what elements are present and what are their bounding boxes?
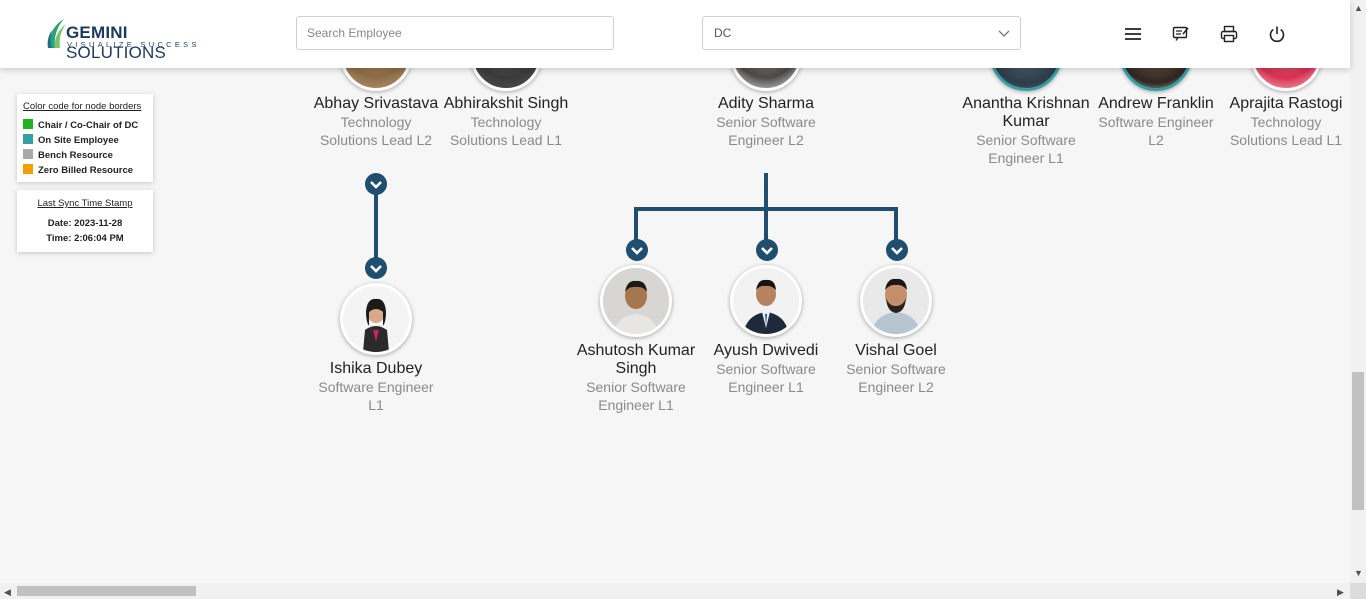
employee-name: Ashutosh Kumar Singh [576, 342, 696, 377]
employee-name: Abhirakshit Singh [443, 95, 569, 112]
avatar[interactable] [600, 265, 672, 337]
employee-name: Abhay Srivastava [313, 95, 439, 112]
expand-chevron-icon[interactable] [756, 239, 778, 261]
logo-brand: GEMINI [66, 23, 128, 42]
employee-node[interactable]: Ishika Dubey Software Engineer L1 [311, 360, 441, 414]
employee-node[interactable]: Andrew Franklin Software Engineer L2 [1091, 95, 1221, 149]
employee-role: Senior Software Engineer L2 [846, 361, 946, 395]
employee-name: Vishal Goel [855, 342, 937, 359]
employee-name: Ishika Dubey [329, 360, 423, 377]
employee-name: Ayush Dwivedi [713, 342, 819, 359]
scrollbar-corner [1350, 583, 1366, 599]
employee-role: Technology Solutions Lead L2 [319, 114, 433, 148]
scroll-down-arrow-icon[interactable]: ▼ [1354, 568, 1363, 578]
expand-chevron-icon[interactable] [365, 257, 387, 279]
employee-node[interactable]: Vishal Goel Senior Software Engineer L2 [831, 342, 961, 396]
employee-role: Software Engineer L2 [1098, 114, 1214, 148]
employee-node[interactable]: Adity Sharma Senior Software Engineer L2 [701, 95, 831, 149]
avatar[interactable] [730, 265, 802, 337]
legend-swatch-orange [23, 164, 33, 174]
department-select-value: DC [714, 26, 732, 40]
connector-line [894, 207, 898, 243]
search-employee-input[interactable] [296, 16, 614, 50]
legend-swatch-teal [23, 134, 33, 144]
legend-label: Bench Resource [38, 150, 113, 161]
chevron-down-icon [998, 30, 1010, 37]
connector-line [634, 207, 638, 243]
vertical-scrollbar-thumb[interactable] [1352, 372, 1364, 510]
sync-time: Time: 2:06:04 PM [46, 233, 124, 244]
employee-role: Senior Software Engineer L2 [716, 114, 816, 148]
employee-role: Software Engineer L1 [318, 379, 434, 413]
scroll-left-arrow-icon[interactable]: ◀ [4, 587, 11, 597]
legend-label: Zero Billed Resource [38, 165, 134, 176]
employee-role: Senior Software Engineer L1 [716, 361, 816, 395]
sync-title: Last Sync Time Stamp [37, 198, 133, 209]
employee-node[interactable]: Abhay Srivastava Technology Solutions Le… [311, 95, 441, 149]
print-icon[interactable] [1220, 25, 1238, 43]
logo-brand-secondary: SOLUTIONS [66, 43, 167, 62]
sync-date: Date: 2023-11-28 [47, 218, 123, 229]
feedback-icon[interactable] [1172, 25, 1190, 43]
scroll-right-arrow-icon[interactable]: ▶ [1337, 587, 1344, 597]
employee-role: Technology Solutions Lead L1 [449, 114, 563, 148]
employee-name: Adity Sharma [717, 95, 815, 112]
expand-chevron-icon[interactable] [626, 239, 648, 261]
scroll-up-arrow-icon[interactable]: ▲ [1354, 3, 1363, 13]
department-select[interactable]: DC [702, 16, 1021, 50]
collapse-chevron-icon[interactable] [365, 173, 387, 195]
menu-icon[interactable] [1124, 25, 1142, 43]
employee-role: Senior Software Engineer L1 [586, 379, 686, 413]
employee-role: Senior Software Engineer L1 [976, 132, 1076, 166]
employee-node[interactable]: Ayush Dwivedi Senior Software Engineer L… [701, 342, 831, 396]
employee-node[interactable]: Aprajita Rastogi Technology Solutions Le… [1221, 95, 1351, 149]
employee-node[interactable]: Ashutosh Kumar Singh Senior Software Eng… [571, 342, 701, 414]
person-photo-icon [343, 286, 409, 352]
connector-line [764, 173, 768, 211]
legend-swatch-green [23, 119, 33, 129]
person-photo-icon [733, 268, 799, 334]
gemini-logo[interactable]: GEMINI SOLUTIONS VISUALIZE SUCCESS [46, 18, 216, 62]
person-photo-icon [603, 268, 669, 334]
horizontal-scrollbar-thumb[interactable] [17, 586, 196, 596]
color-code-legend: Color code for node borders Chair / Co-C… [17, 94, 153, 182]
legend-label: On Site Employee [38, 135, 119, 146]
connector-line [764, 207, 768, 243]
person-photo-icon [863, 268, 929, 334]
employee-role: Technology Solutions Lead L1 [1229, 114, 1343, 148]
legend-label: Chair / Co-Chair of DC [38, 120, 139, 131]
employee-name: Andrew Franklin [1098, 95, 1214, 112]
logo-leaf-icon [47, 19, 66, 48]
last-sync-panel: Last Sync Time Stamp Date: 2023-11-28 Ti… [17, 190, 153, 252]
avatar[interactable] [860, 265, 932, 337]
expand-chevron-icon[interactable] [886, 239, 908, 261]
app-header: GEMINI SOLUTIONS VISUALIZE SUCCESS DC [0, 0, 1350, 68]
employee-name: Aprajita Rastogi [1229, 95, 1343, 112]
connector-line [374, 190, 378, 262]
legend-swatch-gray [23, 149, 33, 159]
logo-tagline: VISUALIZE SUCCESS [67, 40, 200, 49]
horizontal-scrollbar[interactable] [0, 583, 1350, 599]
employee-name: Anantha Krishnan Kumar [962, 95, 1090, 130]
employee-node[interactable]: Anantha Krishnan Kumar Senior Software E… [961, 95, 1091, 167]
avatar[interactable] [340, 283, 412, 355]
employee-node[interactable]: Abhirakshit Singh Technology Solutions L… [441, 95, 571, 149]
legend-title: Color code for node borders [23, 101, 142, 112]
power-icon[interactable] [1268, 25, 1286, 43]
